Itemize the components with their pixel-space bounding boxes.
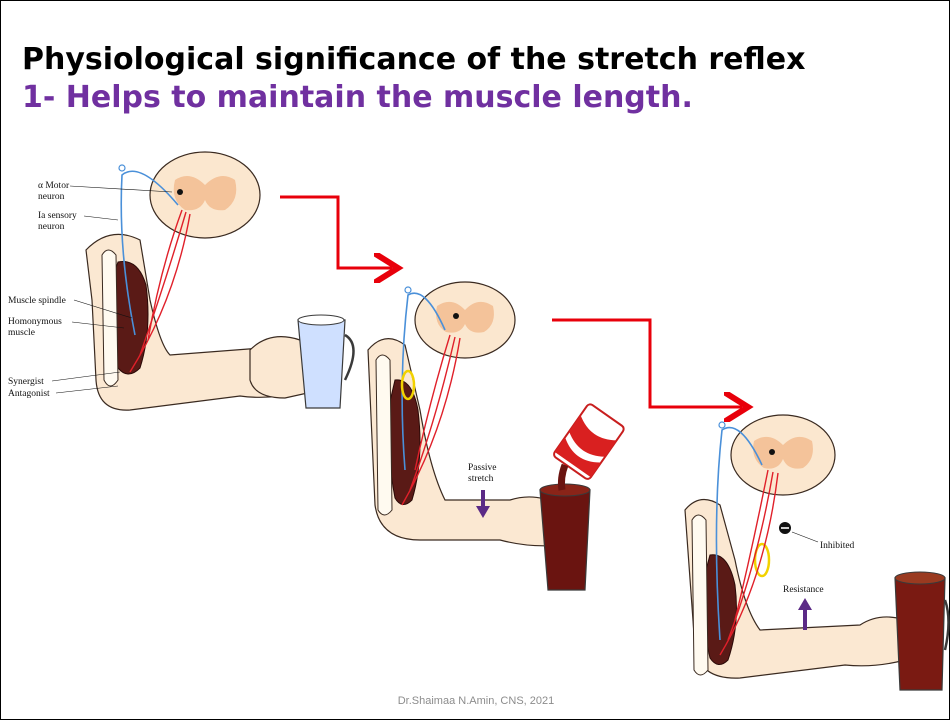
humerus-1: [102, 250, 118, 386]
label-alpha-motor-1: α Motor: [38, 181, 70, 191]
label-ia-sensory-1: Ia sensory: [38, 211, 77, 221]
flow-arrow-2: [552, 320, 742, 407]
mug-1: [298, 315, 354, 408]
alpha-motor-soma-1: [177, 189, 183, 195]
humerus-2: [376, 355, 392, 515]
panel-2-passive-stretch: Passive stretch: [368, 282, 625, 590]
flow-arrow-1: [280, 197, 392, 268]
pour-stream: [561, 465, 565, 490]
label-passive-2: stretch: [468, 474, 494, 484]
humerus-3: [692, 515, 708, 675]
label-synergist: Synergist: [8, 377, 44, 387]
label-ia-sensory-2: neuron: [38, 222, 65, 232]
label-resistance: Resistance: [783, 585, 824, 595]
glass-2: [540, 484, 590, 590]
mug-3: [895, 572, 949, 690]
label-muscle-spindle: Muscle spindle: [8, 296, 66, 306]
label-homonymous-2: muscle: [8, 328, 35, 338]
label-alpha-motor-2: neuron: [38, 192, 65, 202]
label-inhibited: Inhibited: [820, 541, 855, 551]
label-homonymous-1: Homonymous: [8, 317, 62, 327]
label-antagonist: Antagonist: [8, 389, 50, 399]
panel-3-resistance: Inhibited Resistance: [685, 415, 949, 690]
label-passive-1: Passive: [468, 463, 497, 473]
slide-footer: Dr.Shaimaa N.Amin, CNS, 2021: [0, 695, 952, 707]
panel-1-resting: α Motor neuron Ia sensory neuron Muscle …: [8, 152, 354, 410]
